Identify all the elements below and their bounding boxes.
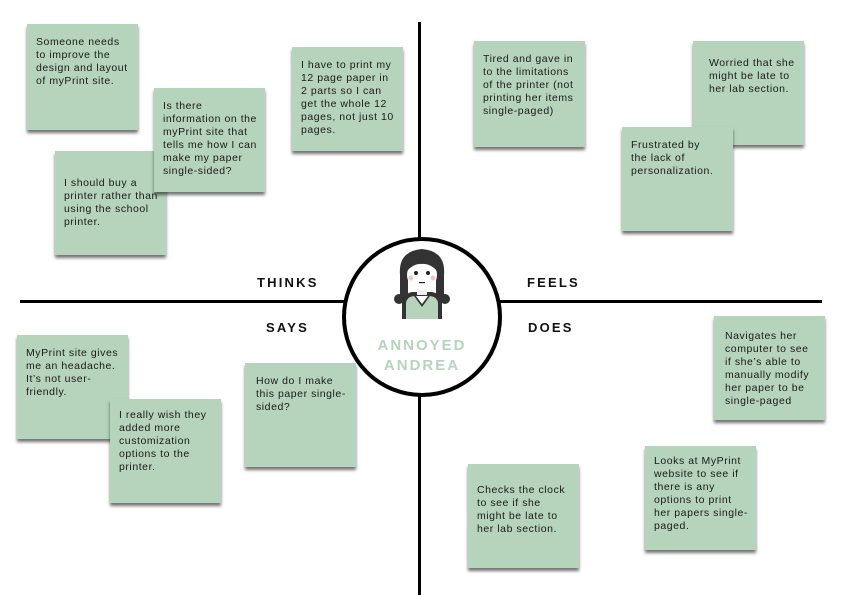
sticky-note-thinks[interactable]: Someone needs to improve the design and … bbox=[27, 24, 138, 130]
sticky-note-feels[interactable]: Frustrated by the lack of personalizatio… bbox=[622, 127, 733, 231]
sticky-note-does[interactable]: Checks the clock to see if she might be … bbox=[468, 464, 579, 568]
persona-name-line2: ANDREA bbox=[383, 357, 461, 374]
sticky-note-does[interactable]: Looks at MyPrint website to see if there… bbox=[645, 446, 756, 550]
quadrant-label-says: SAYS bbox=[266, 320, 310, 335]
quadrant-label-thinks: THINKS bbox=[257, 275, 319, 290]
sticky-note-says[interactable]: MyPrint site gives me an headache. It’s … bbox=[17, 335, 128, 439]
sticky-note-thinks[interactable]: I have to print my 12 page paper in 2 pa… bbox=[292, 47, 403, 151]
quadrant-label-does: DOES bbox=[528, 320, 574, 335]
sticky-note-says[interactable]: How do I make this paper single-sided? bbox=[245, 363, 356, 467]
persona-name-line1: ANNOYED bbox=[377, 337, 467, 354]
girl-avatar-icon bbox=[394, 249, 450, 319]
sticky-note-does[interactable]: Navigates her computer to see if she’s a… bbox=[714, 316, 825, 420]
sticky-note-thinks[interactable]: I should buy a printer rather than using… bbox=[55, 151, 166, 255]
sticky-note-says[interactable]: I really wish they added more customizat… bbox=[110, 399, 221, 503]
persona-circle: ANNOYED ANDREA bbox=[342, 237, 502, 397]
sticky-note-feels[interactable]: Tired and gave in to the limitations of … bbox=[474, 41, 585, 147]
quadrant-label-feels: FEELS bbox=[527, 275, 580, 290]
sticky-note-thinks[interactable]: Is there information on the myPrint site… bbox=[154, 88, 265, 192]
sticky-note-feels[interactable]: Worried that she might be late to her la… bbox=[693, 41, 804, 145]
